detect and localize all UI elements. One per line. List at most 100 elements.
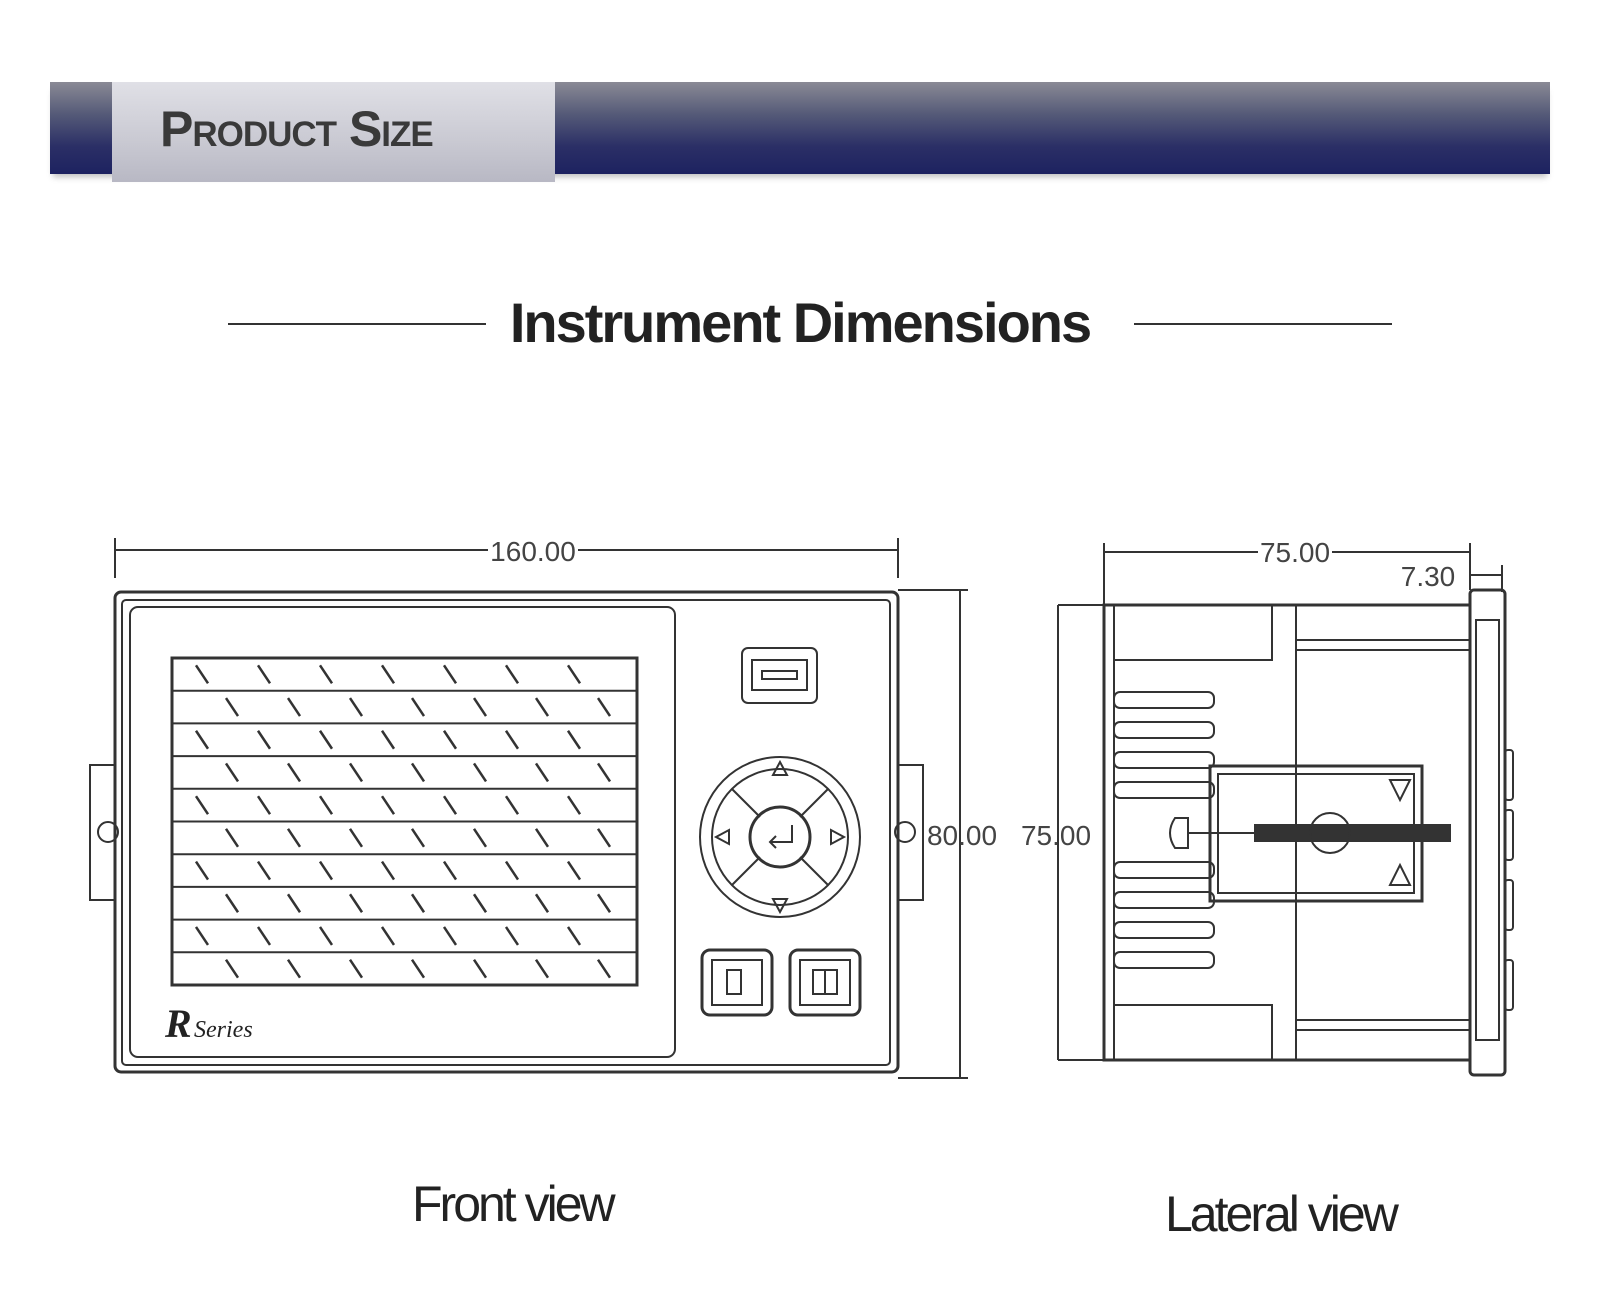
down-arrow-icon xyxy=(771,898,789,915)
screen-hatch-mark xyxy=(256,926,272,946)
product-size-banner: Product Size xyxy=(50,82,1550,182)
lateral-key-3 xyxy=(1504,879,1514,931)
screen-hatch-mark xyxy=(286,958,302,979)
terminal-fin xyxy=(1113,951,1215,969)
heading-rule-right xyxy=(1134,323,1392,325)
lateral-key-4 xyxy=(1504,959,1514,1011)
lateral-bezel-inner xyxy=(1475,619,1500,1041)
heading-rule-left xyxy=(228,323,486,325)
enter-button xyxy=(748,805,812,869)
front-bezel-inner xyxy=(121,599,891,1066)
screen-hatch-mark xyxy=(442,795,458,815)
terminal-fin xyxy=(1113,891,1215,909)
nav-pad-divider-2 xyxy=(799,788,829,818)
lateral-key-1 xyxy=(1504,749,1514,801)
lateral-top-block xyxy=(1113,604,1273,661)
usb-port-inner xyxy=(751,659,808,691)
terminal-fin xyxy=(1113,691,1215,709)
screen-hatch-mark xyxy=(596,762,612,783)
screen-hatch-mark xyxy=(318,730,334,750)
screen-hatch-mark xyxy=(286,893,302,913)
lateral-depth-label: 75.00 xyxy=(1260,537,1330,568)
screen-hatch-mark xyxy=(504,860,520,881)
lateral-terminal-fins xyxy=(1113,691,1215,969)
screen-hatch-mark xyxy=(534,762,550,783)
nav-pad-divider-4 xyxy=(799,856,829,886)
screen-hatch-mark xyxy=(256,860,272,881)
screen-hatch-mark xyxy=(318,664,334,685)
screen-hatch-mark xyxy=(566,926,582,946)
screen-hatch-mark xyxy=(472,828,488,848)
screen-hatch-mark xyxy=(348,762,364,783)
screen-hatch-mark xyxy=(224,828,240,848)
screen-hatch-mark xyxy=(224,697,240,717)
screen-hatch-mark xyxy=(256,795,272,815)
screen-hatch-mark xyxy=(534,828,550,848)
lateral-view: 75.00 7.30 75.00 xyxy=(1021,537,1514,1077)
section-heading: Instrument Dimensions xyxy=(509,291,1092,354)
bracket-tab-top xyxy=(1388,779,1412,803)
lateral-height-label: 75.00 xyxy=(1021,820,1091,851)
screen-hatch-mark xyxy=(442,730,458,750)
screen-hatch-mark xyxy=(318,795,334,815)
function-button-left xyxy=(700,948,774,1017)
screen-hatch-mark xyxy=(442,664,458,685)
front-view-caption: Front view xyxy=(412,1176,616,1232)
screen-hatch-mark xyxy=(472,697,488,717)
up-arrow-icon xyxy=(771,759,789,776)
screen-hatch-mark xyxy=(596,828,612,848)
lateral-bottom-block xyxy=(1113,1004,1273,1061)
screen-hatch-mark xyxy=(566,795,582,815)
lateral-view-caption: Lateral view xyxy=(1165,1186,1399,1242)
screen-hatch-mark xyxy=(318,926,334,946)
front-clip-left xyxy=(89,764,116,901)
screen-hatch-mark xyxy=(410,958,426,979)
screen-hatch-mark xyxy=(566,730,582,750)
screen-hatch-mark xyxy=(256,730,272,750)
screen-hatch-mark xyxy=(194,795,210,815)
screen-hatch-mark xyxy=(504,730,520,750)
screen-hatch-mark xyxy=(504,795,520,815)
front-clip-right xyxy=(897,764,924,901)
screen-hatch-mark xyxy=(472,958,488,979)
screen-frame xyxy=(129,606,676,1058)
banner-tab: Product Size xyxy=(112,82,555,182)
function-button-left-icon xyxy=(726,969,742,995)
mounting-screw-nut xyxy=(1309,812,1351,854)
front-width-label: 160.00 xyxy=(490,536,576,567)
screen-hatch-mark xyxy=(596,958,612,979)
screen-hatch-mark xyxy=(224,958,240,979)
screen-hatch-mark xyxy=(596,697,612,717)
screen-hatch-mark xyxy=(224,893,240,913)
screen-area xyxy=(170,656,639,987)
screen-hatch-mark xyxy=(380,730,396,750)
screen-hatch-mark xyxy=(442,860,458,881)
nav-pad-divider-1 xyxy=(731,788,761,818)
screen-hatch-mark xyxy=(566,664,582,685)
right-arrow-icon xyxy=(830,828,847,846)
enter-arrow-icon xyxy=(768,825,793,849)
screen-hatch-mark xyxy=(566,860,582,881)
screen-hatch-mark xyxy=(318,860,334,881)
brand-series-text: Series xyxy=(194,1017,253,1043)
mounting-screw-head xyxy=(1169,817,1189,849)
brand-letter: R xyxy=(164,1001,192,1046)
nav-pad-ring xyxy=(711,768,849,906)
screen-hatch-mark xyxy=(224,762,240,783)
screen-hatch-mark xyxy=(256,664,272,685)
screen-hatch-mark xyxy=(504,664,520,685)
screen-hatch-mark xyxy=(380,926,396,946)
front-clip-right-hole xyxy=(894,821,916,843)
front-height-label: 80.00 xyxy=(927,820,997,851)
screen-hatch-mark xyxy=(380,795,396,815)
banner-title: Product Size xyxy=(160,101,434,157)
function-button-right xyxy=(788,948,862,1017)
screen-hatch-mark xyxy=(348,893,364,913)
terminal-fin xyxy=(1113,751,1215,769)
screen-hatch-mark xyxy=(410,893,426,913)
screen-hatch-mark xyxy=(194,664,210,685)
screen-hatch-mark xyxy=(472,893,488,913)
function-button-left-inner xyxy=(711,959,763,1006)
screen-hatch-mark xyxy=(534,697,550,717)
